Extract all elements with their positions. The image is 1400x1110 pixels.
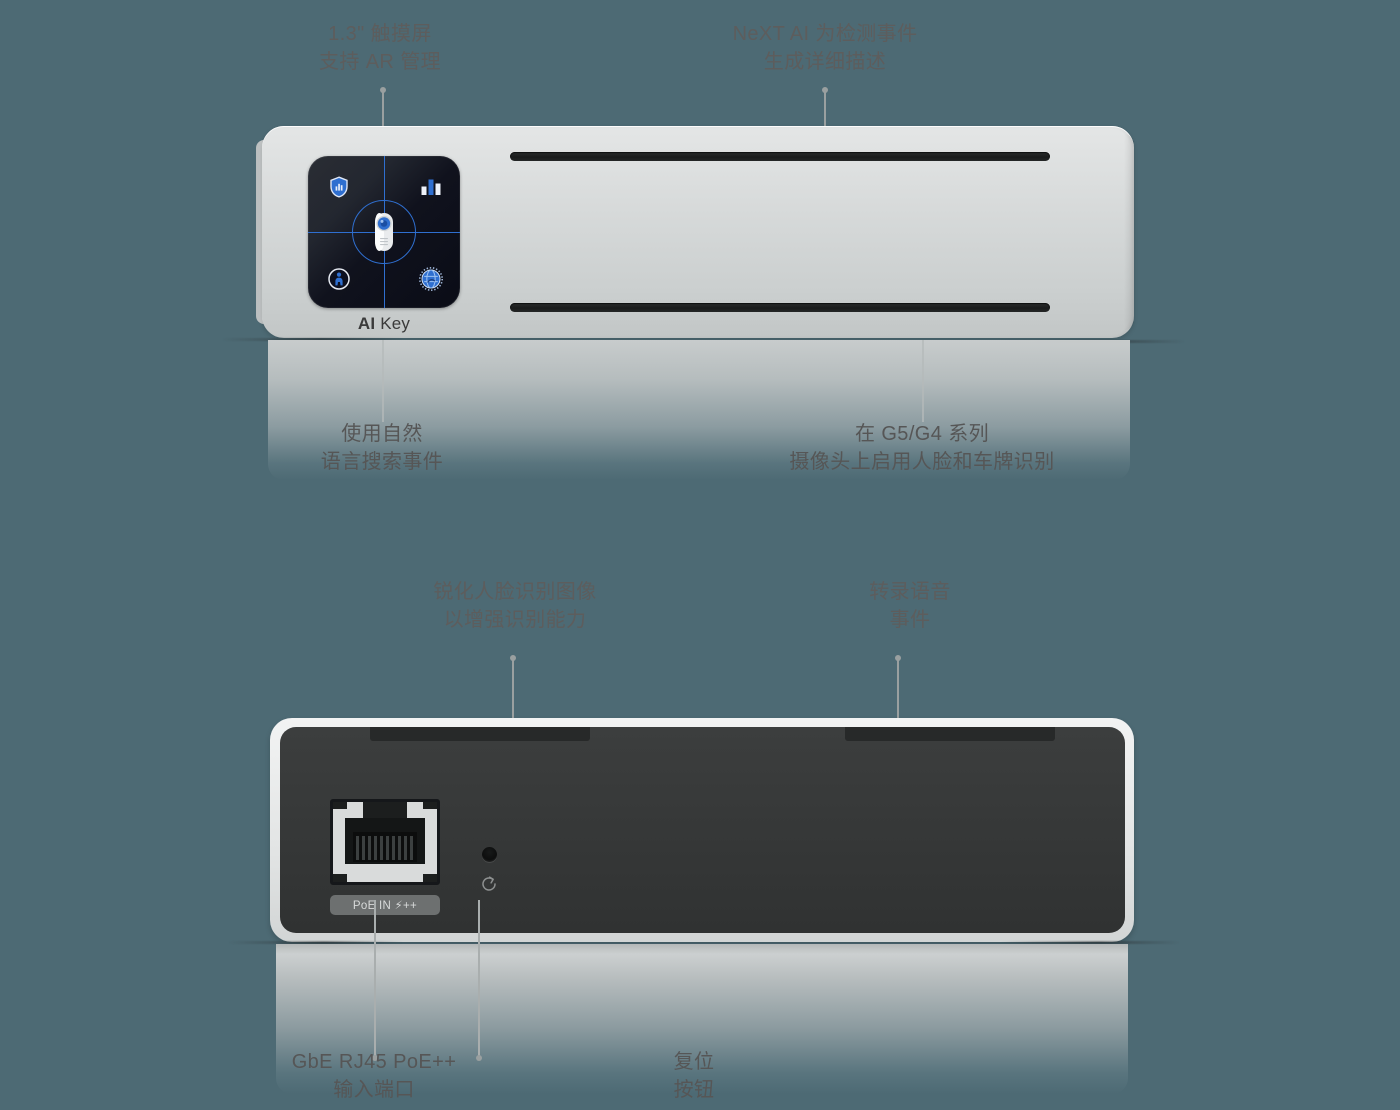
leader-line-reset-button (476, 900, 482, 1061)
reset-button[interactable] (482, 847, 497, 862)
rear-device-face: PoE IN ⚡++ (280, 727, 1125, 933)
callout-sharpen-face: 锐化人脸识别图像 以增强识别能力 (433, 581, 597, 631)
leader-line-rj45-input (372, 900, 378, 1061)
front-vent-bottom (510, 303, 1050, 312)
callout-natural-language-search: 使用自然 语言搜索事件 (320, 423, 444, 473)
leader-line-touchscreen (380, 87, 386, 130)
callout-face-plate-recognition: 在 G5/G4 系列 摄像头上启用人脸和车牌识别 (789, 423, 1055, 473)
front-device-shadow-right (1000, 340, 1185, 343)
touchscreen-display[interactable] (308, 156, 460, 308)
rear-vent-right (845, 727, 1055, 741)
info-person-icon[interactable] (326, 266, 352, 292)
callout-transcribe-audio: 转录语音 事件 (869, 581, 951, 631)
camera-icon[interactable] (371, 212, 397, 252)
rear-device-shadow-right (1000, 941, 1180, 944)
rear-device-shadow-left (228, 941, 403, 944)
callout-touchscreen: 1.3" 触摸屏 支持 AR 管理 (318, 23, 442, 73)
rear-vent-left (370, 727, 590, 741)
bar-chart-icon[interactable] (418, 174, 444, 200)
front-device-shadow-left (222, 338, 402, 341)
brand-bold: AI (357, 314, 376, 333)
leader-line-face-plate (922, 340, 924, 422)
shield-chart-icon[interactable] (326, 174, 352, 200)
ai-protect-icon[interactable] (418, 266, 444, 292)
brand-light: Key (375, 314, 411, 333)
callout-next-ai: NeXT AI 为检测事件 生成详细描述 (732, 23, 918, 73)
leader-line-natural-language (382, 340, 384, 422)
callout-rj45-poe-input: GbE RJ45 PoE++ 输入端口 (291, 1051, 457, 1101)
leader-line-next-ai (822, 87, 828, 130)
rj45-port[interactable] (330, 799, 440, 885)
product-brand-label: AI Key (308, 314, 460, 334)
screen-center-ring (352, 200, 416, 264)
callout-reset-button: 复位 按钮 (673, 1051, 715, 1101)
leader-line-transcribe-audio (895, 655, 901, 722)
front-device: AI Key (262, 126, 1134, 338)
leader-line-sharpen-face (510, 655, 516, 722)
poe-in-label: PoE IN ⚡++ (330, 895, 440, 915)
front-vent-top (510, 152, 1050, 161)
reset-circular-arrow-icon (478, 873, 500, 895)
rear-device: PoE IN ⚡++ (270, 718, 1134, 942)
